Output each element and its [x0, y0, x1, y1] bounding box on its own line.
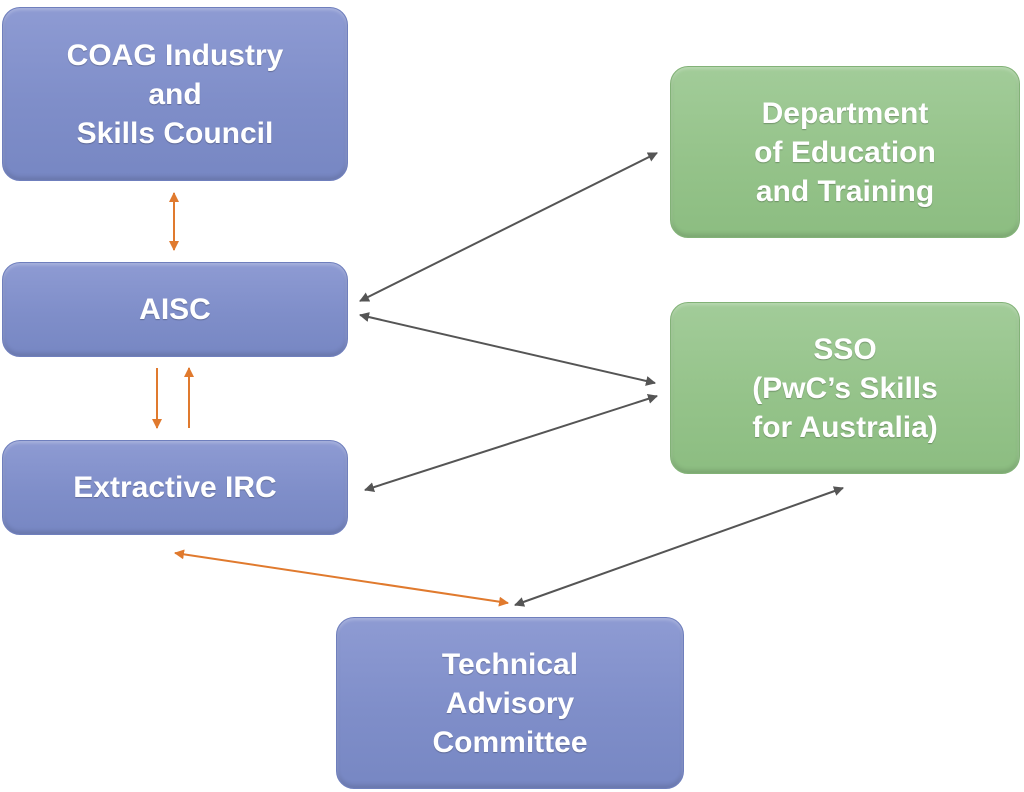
node-technical-advisory-committee: Technical Advisory Committee — [336, 617, 684, 789]
node-label: Technical Advisory Committee — [432, 647, 588, 759]
arrow-irc-tac — [174, 549, 509, 607]
arrow-irc-sso — [364, 393, 658, 493]
node-label: COAG Industry and Skills Council — [66, 38, 284, 150]
node-label: Department of Education and Training — [754, 96, 936, 208]
arrow-tac-sso — [514, 486, 844, 607]
node-aisc: AISC — [2, 262, 348, 357]
arrow-aisc-det — [359, 152, 658, 302]
node-sso-pwc-skills-for-australia: SSO (PwC’s Skills for Australia) — [670, 302, 1020, 474]
node-label: SSO (PwC’s Skills for Australia) — [752, 332, 938, 444]
node-coag-industry-skills-council: COAG Industry and Skills Council — [2, 7, 348, 181]
arrow-aisc-sso — [359, 312, 656, 386]
node-label: AISC — [139, 293, 211, 326]
node-label: Extractive IRC — [73, 471, 277, 504]
node-extractive-irc: Extractive IRC — [2, 440, 348, 535]
node-department-of-education-and-training: Department of Education and Training — [670, 66, 1020, 238]
